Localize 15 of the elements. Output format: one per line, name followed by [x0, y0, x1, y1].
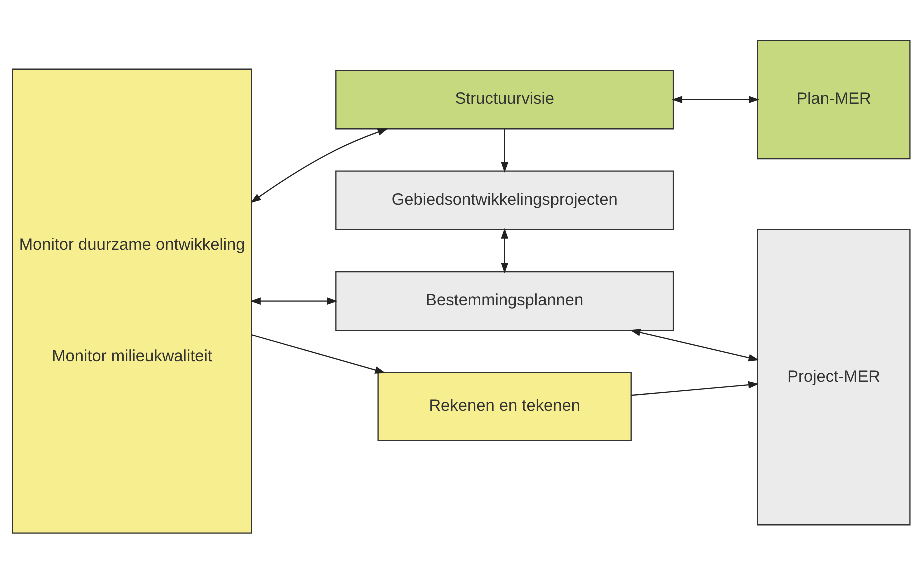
arrow: [672, 96, 760, 104]
node-box: Project-MER: [757, 229, 911, 526]
arrow: [252, 334, 386, 374]
arrow: [501, 228, 509, 274]
node-box: Plan-MER: [757, 40, 911, 160]
arrow: [501, 129, 509, 173]
node-box: Rekenen en tekenen: [378, 372, 632, 442]
arrow: [631, 381, 760, 396]
node-box: Bestemmingsplannen: [336, 271, 674, 332]
arrow: [630, 329, 760, 362]
arrow: [250, 298, 338, 306]
arrow: [250, 128, 388, 204]
node-box: Structuurvisie: [336, 70, 674, 130]
node-box: Monitor duurzame ontwikkeling Monitor milieukwaliteit: [12, 68, 252, 534]
node-box: Gebiedsontwikkelingsprojecten: [336, 170, 674, 230]
